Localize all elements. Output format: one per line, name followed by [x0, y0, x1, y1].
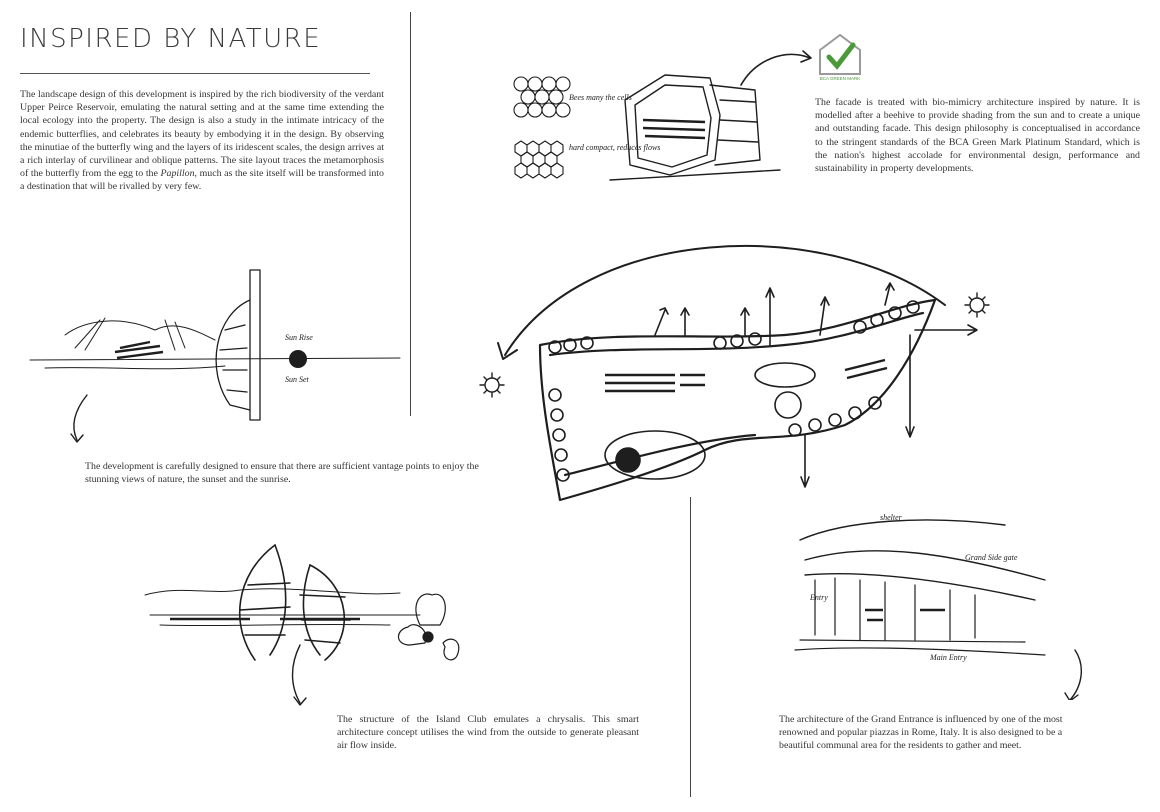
- honeycomb-circles: [513, 76, 571, 118]
- vantage-paragraph: The development is carefully designed to…: [85, 461, 479, 486]
- sun-icon: [289, 350, 307, 368]
- entrance-label-4: shelter: [880, 513, 903, 522]
- intro-paragraph: The landscape design of this development…: [20, 88, 384, 194]
- checkmark-icon: [826, 42, 856, 70]
- vantage-arrow: [73, 394, 88, 441]
- horizon-lines: [29, 317, 401, 370]
- grand-entrance-sketch: shelter Grand Side gate Entry Main Entry: [794, 513, 1082, 700]
- seed-flower: [397, 593, 460, 661]
- island-club-paragraph: The structure of the Island Club emulate…: [337, 714, 639, 752]
- vantage-arrow-head: [70, 433, 84, 443]
- lens-structure: [215, 269, 261, 421]
- site-plan-sketch: [479, 245, 990, 502]
- divider-lower: [690, 497, 691, 797]
- sunrise-label: Sun Rise: [285, 333, 313, 342]
- site-arc-head: [497, 342, 518, 360]
- page-title: INSPIRED BY NATURE: [20, 24, 322, 54]
- chrysalis-structure: [238, 544, 351, 661]
- honeycomb-hexagons: [514, 140, 564, 179]
- entrance-label-1: Grand Side gate: [965, 553, 1018, 562]
- vantage-sketch: Sun Rise Sun Set: [29, 269, 401, 443]
- island-club-sketch: [144, 544, 460, 706]
- site-beads: [548, 300, 920, 482]
- entrance-label-2: Entry: [809, 593, 828, 602]
- house-icon: [819, 33, 861, 75]
- colonnade: [794, 577, 1046, 656]
- site-arrows: [654, 282, 978, 488]
- intro-text-1: The landscape design of this development…: [20, 89, 384, 180]
- site-arc: [504, 245, 946, 356]
- island-arrow-head: [293, 696, 307, 706]
- site-ellipses: [604, 362, 816, 480]
- facade-shading: [642, 118, 706, 140]
- facade-paragraph: The facade is treated with bio-mimicry a…: [815, 97, 1140, 175]
- entrance-arrow: [1069, 649, 1082, 700]
- facade-building: [609, 74, 781, 181]
- landmass: [114, 340, 164, 360]
- entrance-shadow: [865, 608, 945, 622]
- facade-note-top: Bees many the cells: [569, 93, 632, 102]
- facade-arrow: [740, 53, 811, 86]
- facade-note-bottom: hard compact, reduces flows: [569, 143, 660, 152]
- facade-sketch: Bees many the cells hard compact, reduce…: [513, 50, 812, 181]
- site-outline: [538, 298, 937, 502]
- entrance-arrow-head: [1064, 692, 1079, 700]
- divider-upper: [410, 12, 411, 416]
- intro-text-2: , much as the site itself will be transf…: [20, 168, 384, 193]
- site-hatches: [605, 358, 888, 393]
- badge-label: BCA GREEN MARK: [820, 76, 861, 81]
- intro-emphasis: Papillon: [160, 168, 195, 180]
- island-arrow: [291, 644, 301, 704]
- sun-ray-icons: [479, 292, 990, 398]
- entrance-label-3: Main Entry: [929, 653, 967, 662]
- canopy: [799, 519, 1046, 601]
- green-mark-badge: BCA GREEN MARK: [819, 33, 861, 81]
- grand-entrance-paragraph: The architecture of the Grand Entrance i…: [779, 714, 1063, 752]
- title-rule: [20, 73, 370, 74]
- facade-arrow-head: [800, 50, 812, 63]
- sunset-label: Sun Set: [285, 375, 310, 384]
